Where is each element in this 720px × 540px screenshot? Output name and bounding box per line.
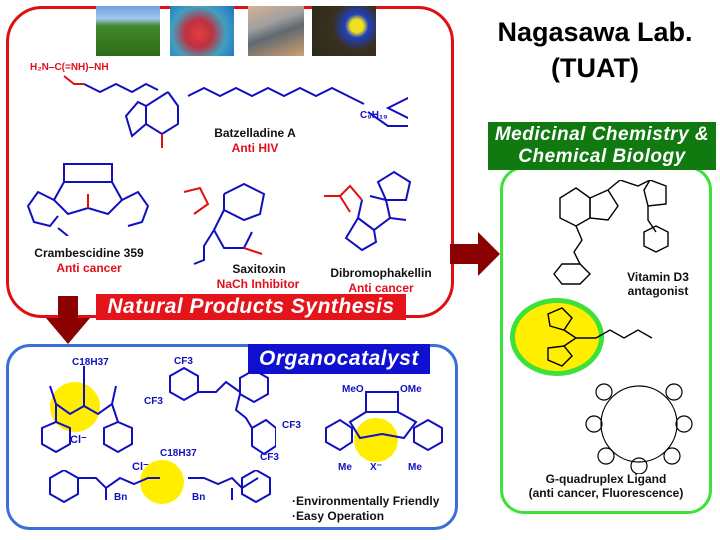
- crambescidine-structure: [26, 163, 150, 236]
- cf3-label-4: CF3: [260, 452, 279, 463]
- lab-name: Nagasawa Lab.: [497, 17, 693, 47]
- organocatalyst-panel: [6, 344, 458, 530]
- bodipy-structure: [547, 307, 653, 367]
- tea-field-photo: [96, 6, 160, 56]
- bis-thiourea-catalyst: [169, 366, 276, 456]
- dibromophakellin-activity: Anti cancer: [348, 281, 414, 295]
- down-arrow-icon: [46, 296, 90, 344]
- guanidinium-catalyst-1: [41, 366, 133, 454]
- cf3-label-2: CF3: [144, 396, 163, 407]
- banner-line-2: Chemical Biology: [518, 146, 686, 167]
- oxazole-macrocycle-structure: [585, 383, 693, 474]
- dibromophakellin-name: Dibromophakellin: [330, 266, 432, 280]
- right-arrow-icon: [450, 232, 500, 276]
- bn-label-left: Bn: [114, 492, 128, 503]
- counterion-label: X⁻: [370, 462, 382, 473]
- batzelladine-structure: [63, 75, 408, 148]
- feature-list: ·Environmentally Friendly ·Easy Operatio…: [292, 494, 439, 524]
- g-quadruplex-ligand-role: (anti cancer, Fluorescence): [528, 486, 684, 500]
- guanidinium-highlight-2: [140, 460, 184, 504]
- saxitoxin-name: Saxitoxin: [232, 262, 286, 276]
- bodipy-fluorophore-highlight: [510, 298, 604, 376]
- vitamin-d3-role: antagonist: [627, 284, 689, 298]
- saxitoxin-activity: NaCh Inhibitor: [216, 277, 300, 291]
- guanidinium-highlight-3: [354, 418, 398, 462]
- lab-title: Nagasawa Lab. (TUAT): [470, 14, 720, 86]
- batzelladine-name: Batzelladine A: [214, 126, 296, 140]
- c9h19-label: C₉H₁₉: [360, 110, 388, 121]
- feature-easy-operation: ·Easy Operation: [292, 509, 385, 523]
- organocatalyst-banner: Organocatalyst: [248, 344, 430, 374]
- banner-line-1: Medicinal Chemistry &: [494, 124, 710, 145]
- ome-label: OMe: [400, 384, 422, 395]
- chloride-label-2: Cl⁻: [132, 461, 149, 473]
- lab-affiliation: (TUAT): [551, 53, 639, 83]
- vitamin-d3-name: Vitamin D3: [627, 270, 689, 284]
- c18h37-label-2: C18H37: [160, 448, 197, 459]
- feature-environmentally-friendly: ·Environmentally Friendly: [292, 494, 440, 508]
- poison-dart-frog-photo: [312, 6, 376, 56]
- pentacyclic-guanidine-catalyst: [325, 391, 443, 452]
- bn-label-right: Bn: [192, 492, 206, 503]
- vitamin-d3-antagonist-structure: [553, 180, 669, 285]
- batzelladine-activity: Anti HIV: [231, 141, 279, 155]
- guanidine-thiourea-catalyst: [49, 470, 271, 504]
- crambescidine-activity: Anti cancer: [56, 261, 122, 275]
- me-label-left: Me: [338, 462, 352, 473]
- c18h37-label-1: C18H37: [72, 357, 109, 368]
- meo-label: MeO: [342, 384, 364, 395]
- medicinal-chemistry-banner: Medicinal Chemistry & Chemical Biology: [488, 122, 716, 170]
- g-quadruplex-ligand-name: G-quadruplex Ligand: [545, 472, 667, 486]
- saxitoxin-structure: [183, 182, 266, 265]
- guanidine-label: H₂N‒C(=NH)‒NH: [30, 62, 109, 73]
- cf3-label-3: CF3: [282, 420, 301, 431]
- pufferfish-photo: [248, 6, 304, 56]
- coral-reef-photo: [170, 6, 234, 56]
- me-label-right: Me: [408, 462, 422, 473]
- cf3-label-1: CF3: [174, 356, 193, 367]
- natural-products-banner: Natural Products Synthesis: [96, 294, 406, 320]
- dibromophakellin-structure: [324, 170, 412, 252]
- crambescidine-name: Crambescidine 359: [34, 246, 144, 260]
- chloride-label-1: Cl⁻: [70, 434, 87, 446]
